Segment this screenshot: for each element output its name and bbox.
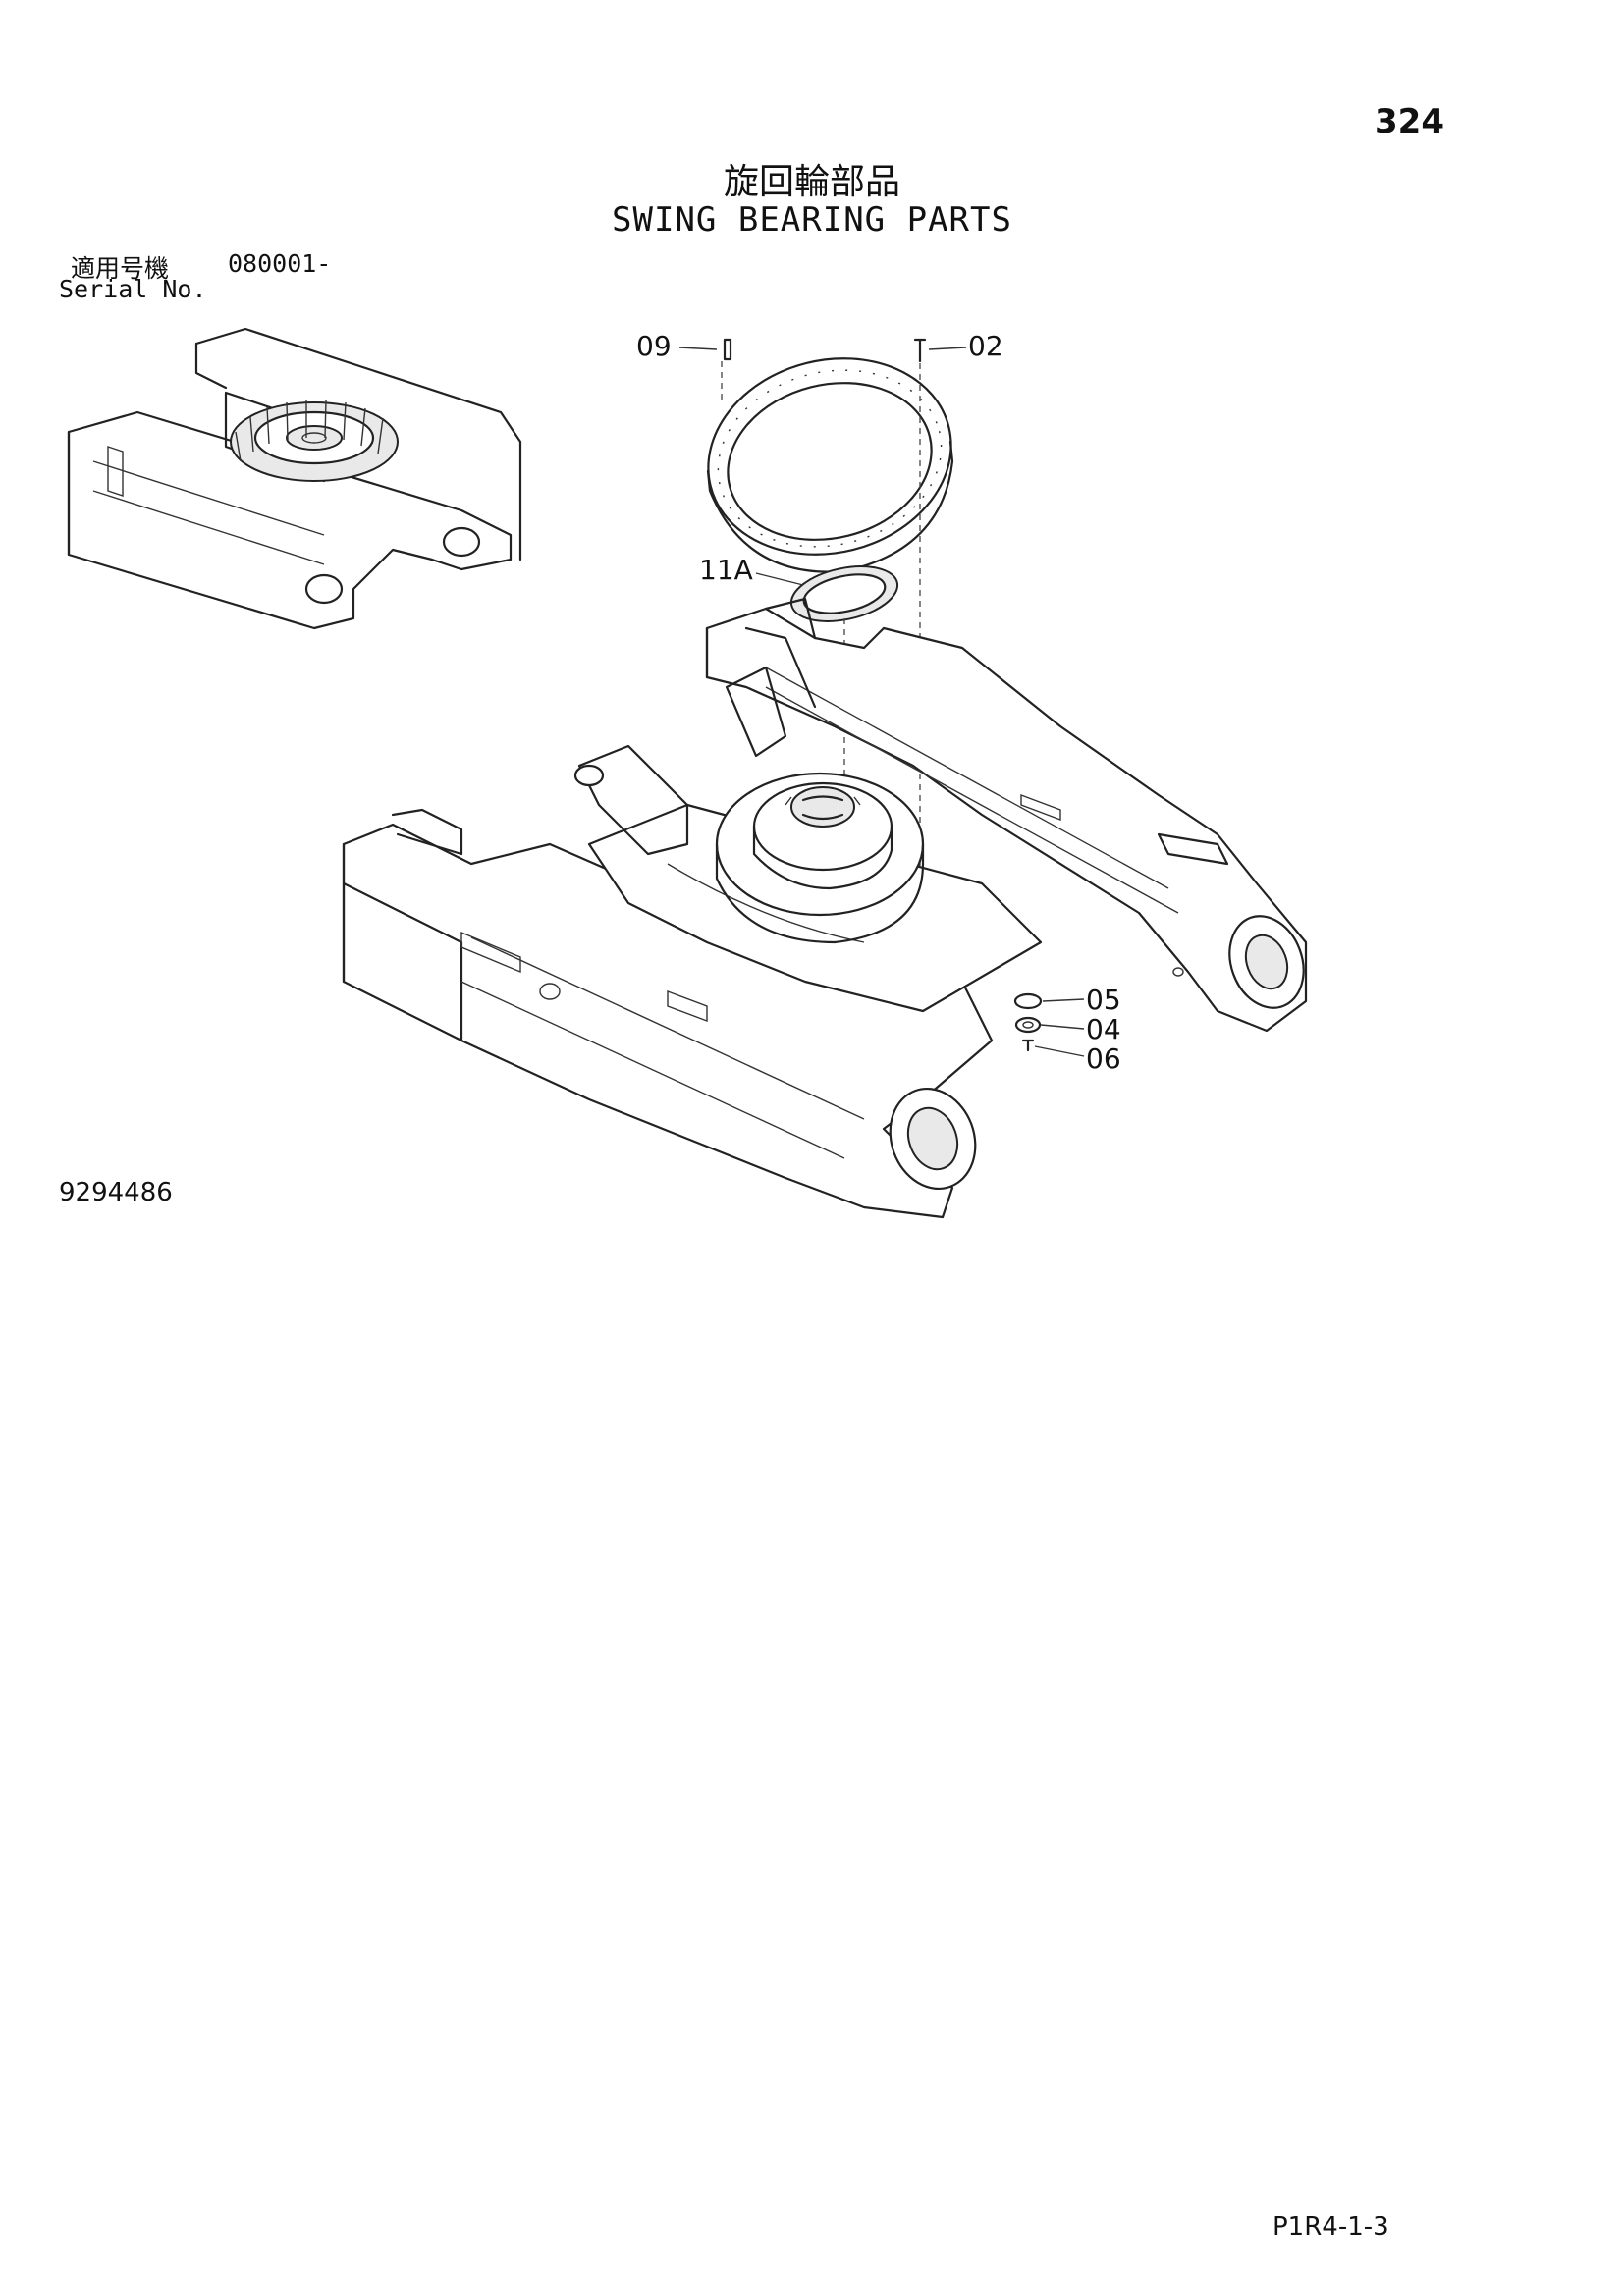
pin-09	[723, 338, 732, 361]
small-parts-group	[1013, 992, 1043, 1052]
swing-circle-mount	[715, 772, 925, 944]
undercarriage-key-map	[67, 327, 522, 630]
callout-11a: 11A	[699, 554, 753, 586]
swing-bearing-ring	[706, 357, 954, 573]
page-title-japanese: 旋回輪部品	[723, 162, 900, 202]
serial-label-japanese: 適用号機	[71, 254, 170, 283]
seal-ring-11a	[789, 565, 899, 622]
page-number: 324	[1375, 102, 1444, 141]
page-title-english: SWING BEARING PARTS	[612, 200, 1012, 240]
serial-range: 080001-	[228, 249, 332, 278]
figure-number: 9294486	[59, 1178, 173, 1207]
callout-09: 09	[636, 330, 672, 362]
callout-06: 06	[1086, 1042, 1121, 1075]
group-code: P1R4-1-3	[1272, 2213, 1389, 2242]
callout-leaders	[678, 347, 1085, 1057]
serial-label-english: Serial No.	[59, 275, 207, 303]
callout-05: 05	[1086, 984, 1121, 1016]
bolt-02	[913, 338, 927, 363]
callout-02: 02	[968, 330, 1003, 362]
callout-04: 04	[1086, 1013, 1121, 1045]
